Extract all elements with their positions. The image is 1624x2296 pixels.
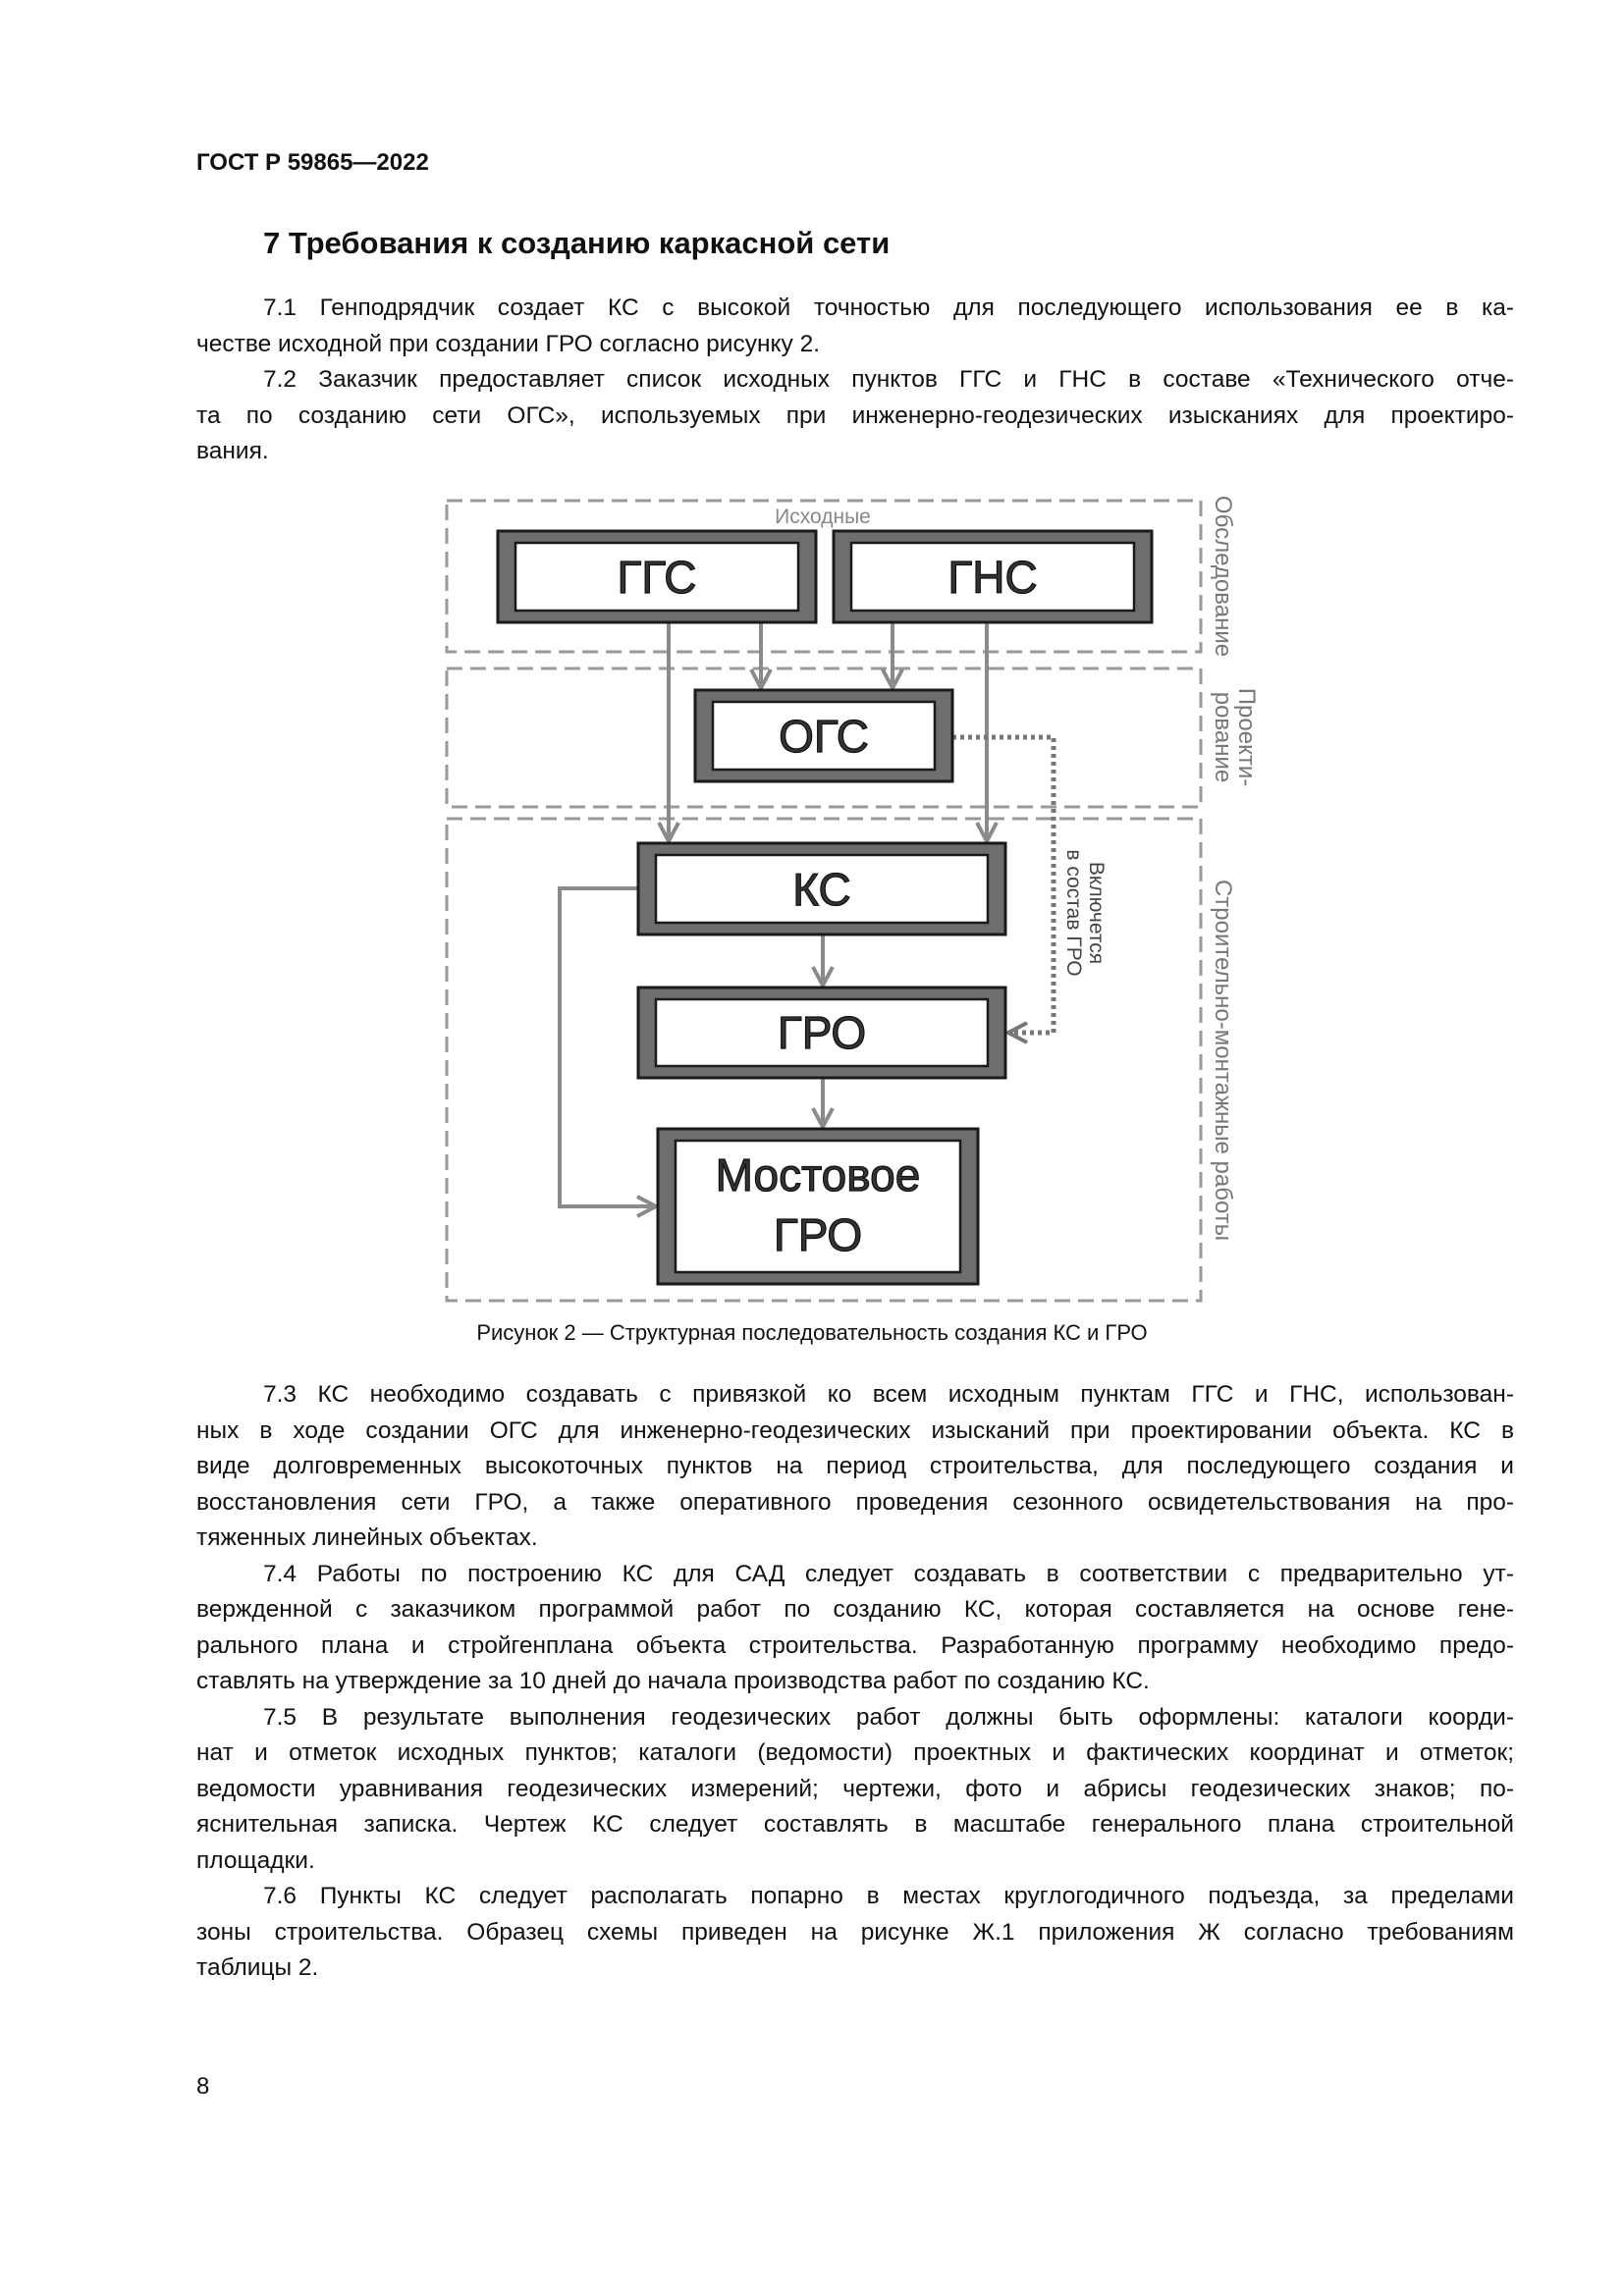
stage-survey-region [445,499,1203,654]
figure-caption: Рисунок 2 — Структурная последовательнос… [476,1320,1148,1345]
paragraph-line: вержденной с заказчиком программой работ… [196,1596,1514,1623]
dotted-label-1: Включется [1085,862,1108,964]
box-bridge-label-1: Мостовое [716,1149,921,1201]
paragraph-line: ставлять на утверждение за 10 дней до на… [196,1668,1150,1694]
paragraph-line: честве исходной при создании ГРО согласн… [196,330,821,357]
box-gro [636,986,1007,1080]
dotted-arrow-head [1003,1021,1028,1044]
page-number: 8 [196,2073,210,2100]
paragraph-line: та по созданию сети ОГС», используемых п… [196,401,1514,429]
paragraph-line: 7.2 Заказчик предоставляет список исходн… [263,366,1514,393]
paragraph-line: виде долговременных высокоточных пунктов… [196,1453,1514,1479]
box-ogs-label: ОГС [779,711,869,762]
box-bridge [656,1127,980,1286]
arrow-gns-to-ks [975,622,999,846]
box-ggs [496,529,818,624]
paragraph-line: рального плана и стройгенплана объекта с… [196,1631,1514,1659]
arrow-ks-to-bridge [558,886,661,1218]
paragraph-line: таблицы 2. [196,1954,319,1981]
paragraph-line: вания. [196,438,269,464]
box-gns-label: ГНС [947,552,1037,603]
stage-construction-label: Строительно-монтажные работы [1210,880,1236,1241]
paragraph-line: нат и отметок исходных пунктов; каталоги… [196,1739,1514,1766]
paragraph-line: 7.5 В результате выполнения геодезически… [263,1703,1514,1731]
stage-construction-region [445,817,1203,1303]
dotted-label-2: в состав ГРО [1062,849,1085,976]
paragraph-line: 7.6 Пункты КС следует располагать попарн… [263,1883,1514,1909]
stage-design-label-2: рование [1210,692,1236,783]
dotted-arrow-ogs-to-gro [952,734,1056,1036]
arrow-ggs-to-ks [657,622,680,846]
stage-design-label-1: Проекти- [1233,688,1260,786]
box-gns [832,529,1154,624]
paragraph-line: тяженных линейных объектах. [196,1524,538,1551]
paragraphs-bottom: 7.3 КС необходимо создавать с привязкой … [196,1377,1514,1987]
arrow-ks-to-gro [811,934,835,990]
paragraphs-top: 7.1 Генподрядчик создает КС с высокой то… [196,291,1514,470]
paragraph-line: 7.3 КС необходимо создавать с привязкой … [263,1381,1514,1408]
paragraph-line: ведомости уравнивания геодезических изме… [196,1775,1514,1802]
box-ogs [693,688,954,783]
paragraph-line: 7.1 Генподрядчик создает КС с высокой то… [263,294,1514,321]
paragraph-line: восстановления сети ГРО, а также операти… [196,1488,1514,1516]
arrow-gro-to-bridge [811,1078,835,1132]
box-ggs-label: ГГС [618,552,697,603]
document-header: ГОСТ Р 59865—2022 [196,149,429,176]
group-label: Исходные [775,506,871,528]
paragraph-line: площадки. [196,1846,315,1874]
stage-design-region [445,667,1203,809]
box-ks-label: КС [792,864,851,915]
box-ks [636,841,1007,936]
arrow-gns-to-ogs [881,622,904,693]
figure-diagram: Исходные Обследование Проекти- рование С… [445,496,1260,1303]
box-bridge-label-2: ГРО [774,1209,862,1260]
paragraph-line: 7.4 Работы по построению КС для САД след… [263,1560,1514,1587]
stage-survey-label: Обследование [1210,496,1236,657]
paragraph-line: яснительная записка. Чертеж КС следует с… [196,1811,1514,1838]
box-gro-label: ГРО [778,1007,866,1058]
section-title: 7 Требования к созданию каркасной сети [263,226,891,260]
paragraph-line: ных в ходе создании ОГС для инженерно-ге… [196,1416,1514,1444]
arrow-ggs-to-ogs [749,622,773,693]
paragraph-line: зоны строительства. Образец схемы привед… [196,1918,1514,1946]
